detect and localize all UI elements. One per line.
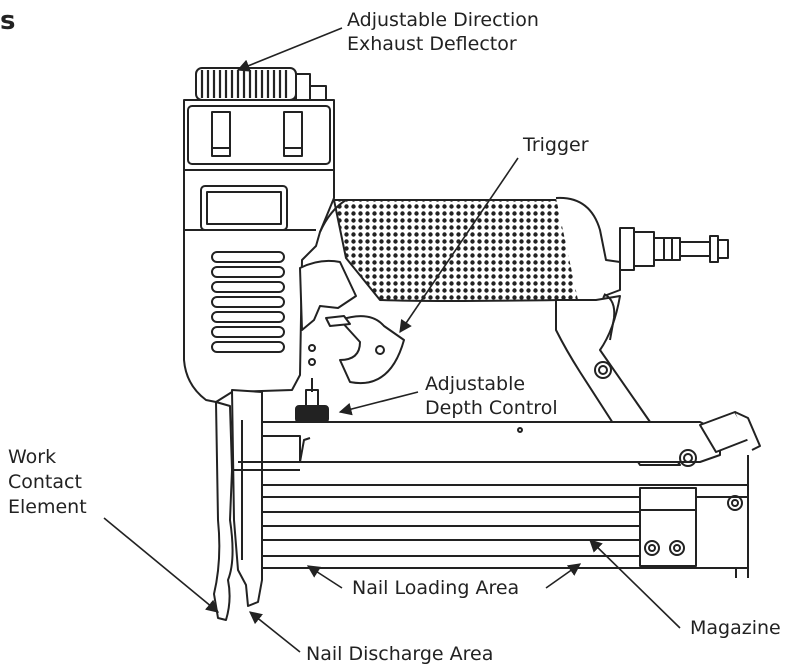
trigger-arrow (399, 157, 519, 334)
work-contact-element (213, 389, 311, 621)
tool-body (183, 169, 335, 403)
nail-loading-arrow-right (545, 563, 582, 589)
label-nail-loading: Nail Loading Area (352, 577, 520, 599)
label-trigger: Trigger (523, 134, 589, 156)
label-work-line1: Work (8, 446, 57, 468)
nail-discharge-arrow (249, 611, 301, 653)
page-header-fragment: s (0, 6, 16, 36)
work-arrow (103, 517, 219, 613)
exhaust-arrow (236, 27, 343, 72)
label-work-line3: Element (8, 496, 87, 518)
label-nail-discharge: Nail Discharge Area (306, 643, 494, 665)
label-magazine: Magazine (690, 617, 781, 639)
label-depth-line2: Depth Control (425, 397, 558, 419)
nail-loading-arrow-left (306, 565, 343, 589)
cylinder-head (183, 99, 335, 171)
exhaust-deflector (195, 67, 327, 103)
label-exhaust-line2: Exhaust Deflector (347, 33, 517, 55)
depth-arrow (338, 391, 419, 416)
label-work-line2: Contact (8, 471, 82, 493)
label-depth-line1: Adjustable (425, 373, 526, 395)
label-exhaust-line1: Adjustable Direction (347, 9, 539, 31)
handle-grip (319, 196, 729, 331)
magazine (257, 455, 749, 578)
trigger (299, 259, 405, 385)
magazine-arrow (589, 539, 681, 629)
